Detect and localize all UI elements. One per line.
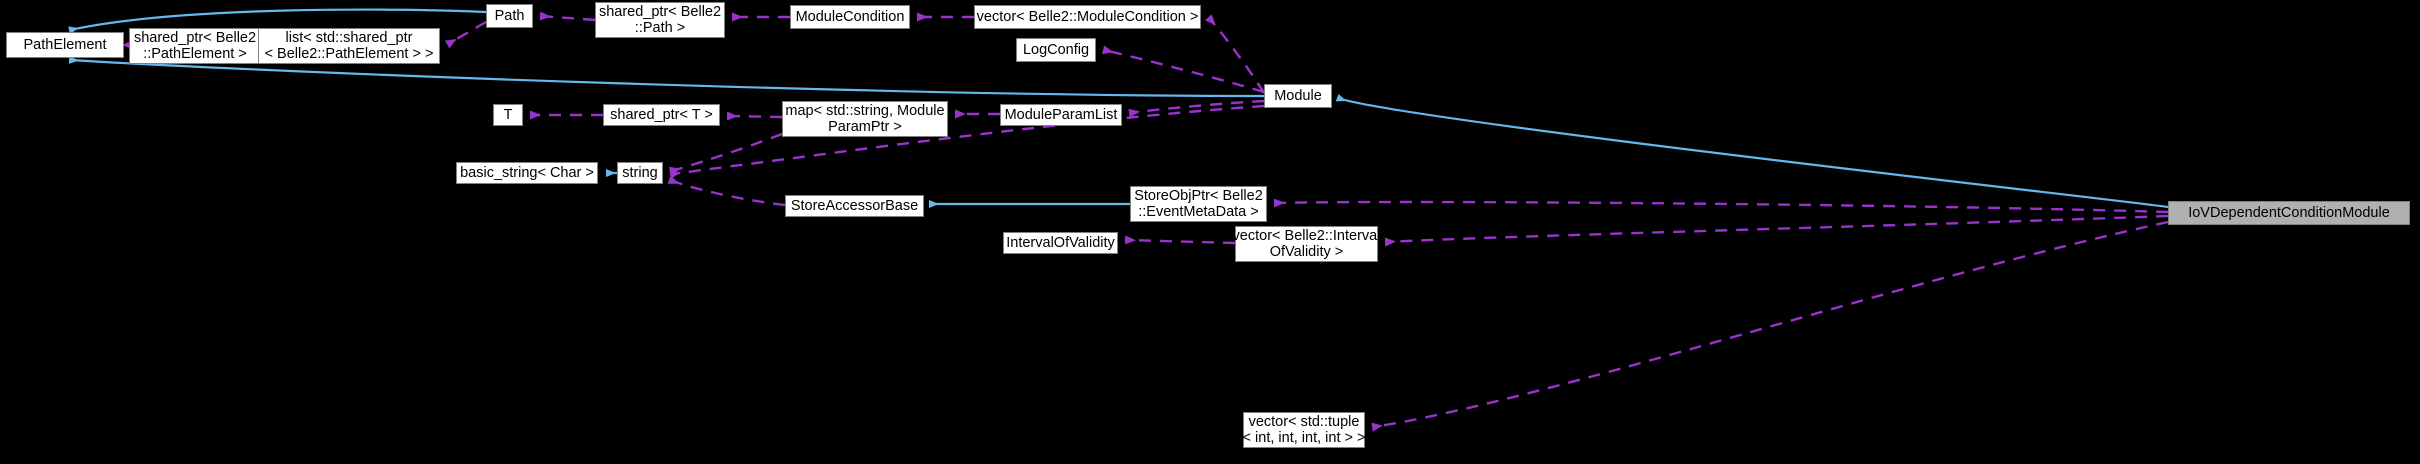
node-storeaccessorbase[interactable]: StoreAccessorBase [785, 195, 924, 217]
node-t[interactable]: T [493, 104, 523, 126]
node-intervalofvalidity[interactable]: IntervalOfValidity [1003, 232, 1118, 254]
node-pathelement[interactable]: PathElement [6, 32, 124, 58]
node-modulecondition[interactable]: ModuleCondition [790, 5, 910, 29]
node-module[interactable]: Module [1264, 84, 1332, 108]
node-storeobjptr-eventmetadata[interactable]: StoreObjPtr< Belle2 ::EventMetaData > [1130, 186, 1267, 222]
node-shared-ptr-t[interactable]: shared_ptr< T > [603, 104, 720, 126]
node-iovdependentconditionmodule[interactable]: IoVDependentConditionModule [2168, 201, 2410, 225]
node-shared-ptr-path[interactable]: shared_ptr< Belle2 ::Path > [595, 2, 725, 38]
node-vector-intervalofvalidity[interactable]: vector< Belle2::Interval OfValidity > [1232, 226, 1381, 262]
node-vector-tuple-int[interactable]: vector< std::tuple < int, int, int, int … [1242, 412, 1366, 448]
node-shared-ptr-pathelement[interactable]: shared_ptr< Belle2 ::PathElement > [129, 28, 261, 64]
node-moduleparamlist[interactable]: ModuleParamList [1000, 104, 1122, 126]
node-string[interactable]: string [617, 162, 663, 184]
node-logconfig[interactable]: LogConfig [1016, 38, 1096, 62]
node-vector-modulecondition[interactable]: vector< Belle2::ModuleCondition > [974, 5, 1201, 29]
node-list-shared-ptr-pathelement[interactable]: list< std::shared_ptr < Belle2::PathElem… [258, 28, 440, 64]
usage-edges [122, 11, 2169, 432]
node-path[interactable]: Path [486, 4, 533, 28]
node-map-string-moduleparamptr[interactable]: map< std::string, Module ParamPtr > [782, 101, 948, 137]
inheritance-edges [68, 8, 2169, 209]
node-basic-string-char[interactable]: basic_string< Char > [456, 162, 598, 184]
